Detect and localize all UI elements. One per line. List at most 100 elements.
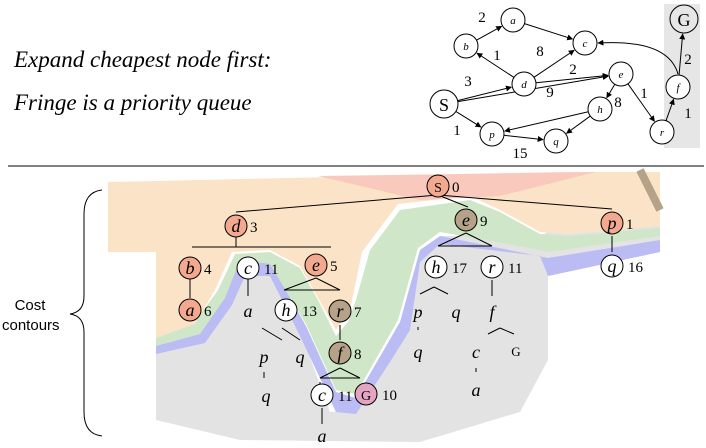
contour-orange (108, 172, 660, 338)
tree-node-label: d (232, 216, 242, 236)
tree-leaf-label: a (318, 426, 327, 446)
edge-cost-label: 2 (684, 52, 692, 68)
tree-node-label: b (186, 258, 195, 278)
tree-node-label: c (244, 258, 252, 278)
graph-edge-h-p (504, 111, 589, 133)
graph-node-label: h (597, 104, 603, 116)
tree-node-circle (304, 253, 328, 277)
cost-contours (108, 168, 664, 442)
graph-node-circle (543, 128, 569, 154)
tree-node-cost: 8 (354, 347, 362, 363)
tree-node-circle (600, 211, 624, 235)
tree-node-cost: 13 (302, 304, 317, 320)
tree-node-circle (426, 174, 450, 198)
tree-node-label: r (336, 301, 344, 321)
tree-node-q1: q 16 (600, 254, 644, 278)
tree-edge (261, 327, 283, 341)
graph-node-h: h (587, 96, 613, 122)
tree-node-label: p (606, 213, 617, 233)
tree-edge (319, 367, 341, 379)
graph-edge-e-h (606, 84, 616, 99)
graph-node-label: e (619, 69, 624, 81)
graph-node-circle (608, 61, 634, 87)
tree-leaf-label: a (244, 301, 253, 321)
graph-node-label: S (439, 95, 449, 115)
tree-node-cost: 4 (204, 262, 212, 278)
graph-node-e: e (608, 61, 634, 87)
contour-red (318, 172, 596, 200)
graph-node-circle (429, 89, 459, 119)
tree-node-circle (178, 256, 202, 280)
graph-node-s: S (429, 89, 459, 119)
cost-contours-label: Cost contours (2, 296, 60, 336)
tree-edge (487, 327, 501, 335)
edge-cost-label: 1 (684, 106, 692, 122)
tree-node-label: e (312, 255, 320, 275)
tree-node-circle (424, 255, 448, 279)
tree-edge (283, 277, 317, 291)
graph-node-circle (453, 33, 479, 59)
cost-contours-label-line-1: Cost (14, 297, 46, 314)
tree-edge (433, 286, 449, 295)
tree-node-label: c (318, 385, 326, 405)
tree-node-circle (310, 383, 334, 407)
edge-cost-label: 8 (536, 44, 544, 60)
graph-node-d: d (511, 71, 537, 97)
tree-leaf-label: q (414, 342, 423, 362)
graph-node-label: q (553, 136, 559, 148)
tree-node-label: r (488, 257, 496, 277)
graph-edge-r-f (665, 98, 675, 121)
graph-edge-e-r (627, 83, 655, 122)
tree-node-circle (274, 298, 298, 322)
tree-edge (281, 327, 301, 341)
tree-leaf-label: q (262, 386, 271, 406)
tree-node-cost: 0 (452, 180, 460, 196)
tree-leaf-label: c (472, 342, 480, 362)
contour-edge-brown (636, 168, 664, 212)
contour-green (156, 200, 660, 394)
tree-edge (339, 367, 361, 379)
graph-edge-p-q (503, 134, 544, 142)
tree-node-circle (354, 382, 378, 406)
graph-edge-f-c (597, 39, 679, 75)
tree-node-label: S (434, 181, 442, 196)
graph-node-b: b (453, 33, 479, 59)
tree-node-label: q (608, 256, 617, 276)
graph-node-label: p (488, 129, 495, 141)
graph-node-q: q (543, 128, 569, 154)
tree-node-cost: 7 (354, 305, 362, 321)
graph-edge-s-p (455, 110, 482, 128)
tree-edge (437, 194, 613, 210)
graph-node-label: a (510, 15, 516, 27)
graph-edge-b-a (476, 25, 503, 41)
tree-node-cost: 10 (382, 388, 397, 404)
tree-node-cost: 9 (480, 214, 488, 230)
search-tree (189, 194, 613, 424)
tree-node-label: e (462, 210, 470, 230)
edge-cost-label: 1 (493, 48, 501, 64)
graph-node-c: c (572, 30, 598, 56)
tree-edge (437, 194, 469, 208)
graph-node-circle (572, 30, 598, 56)
heading-line-2: Fringe is a priority queue (14, 90, 252, 115)
tree-node-cost: 16 (628, 260, 644, 276)
contour-brace (69, 189, 103, 437)
tree-edge (235, 194, 439, 213)
graph-edge-d-b (476, 52, 515, 78)
tree-node-circle (236, 256, 260, 280)
tree-node-circle (480, 255, 504, 279)
tree-node-circle (600, 254, 624, 278)
